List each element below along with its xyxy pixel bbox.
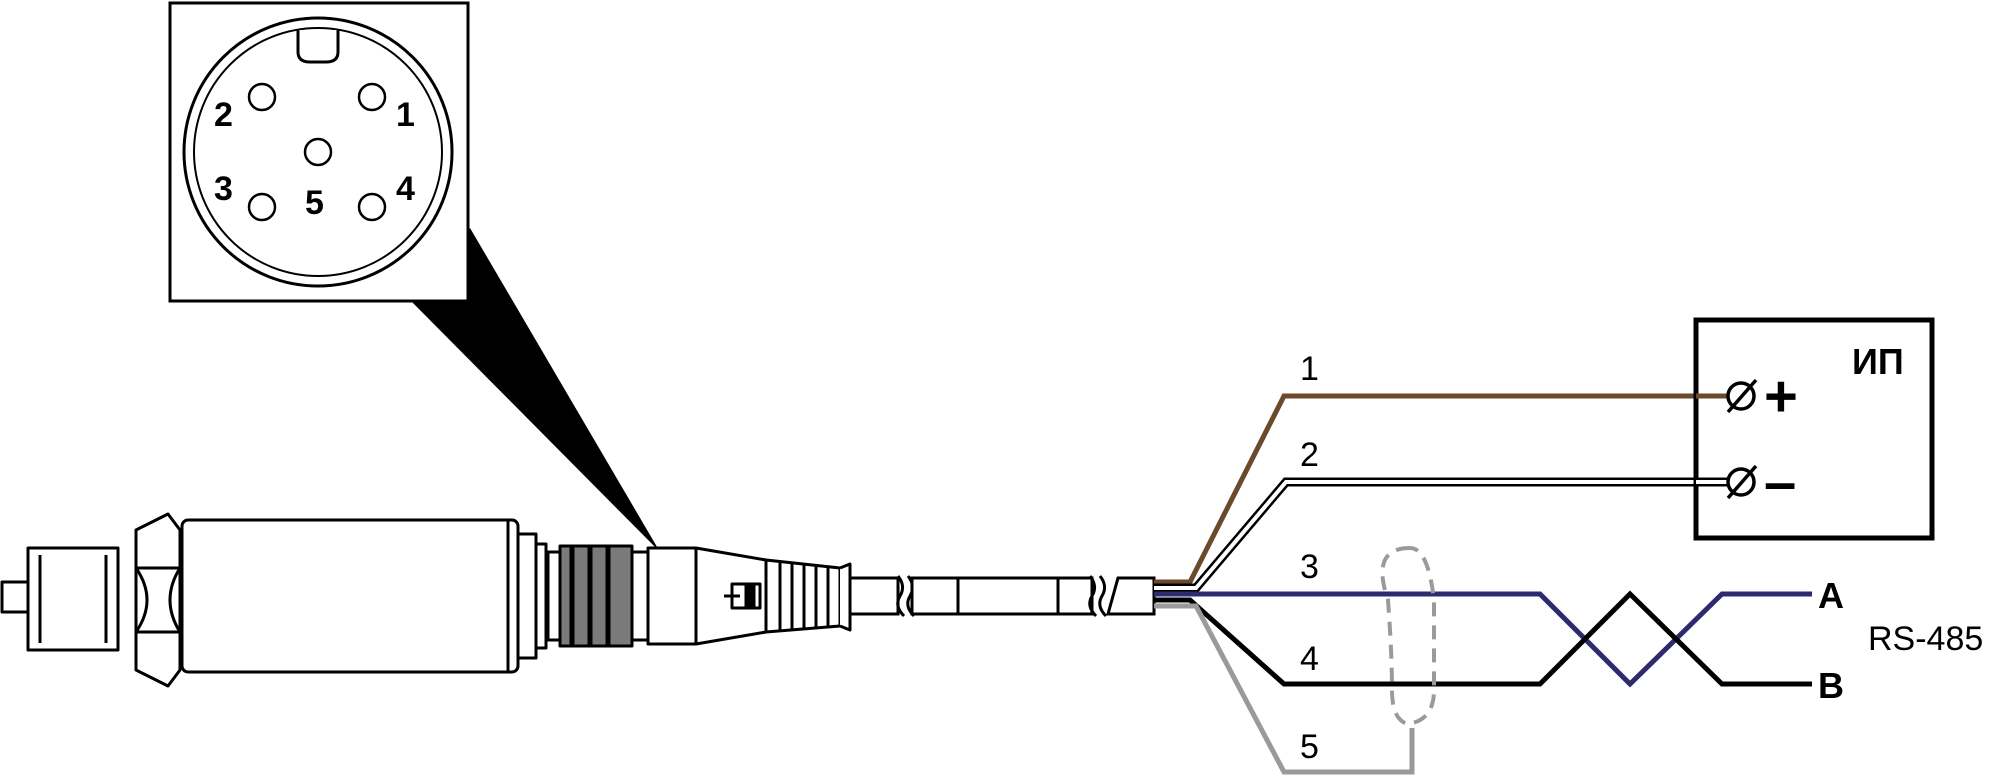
connector-inset: 1 2 3 4 5 bbox=[168, 1, 660, 552]
pin-label-1: 1 bbox=[396, 96, 415, 134]
bus-label-b: B bbox=[1818, 665, 1844, 706]
terminal-plus bbox=[1726, 378, 1758, 414]
callout-pointer bbox=[410, 228, 660, 552]
wire-label-2: 2 bbox=[1300, 436, 1319, 474]
cable bbox=[848, 575, 1156, 618]
wire-3 bbox=[1154, 591, 1812, 688]
pin-hole-3 bbox=[247, 192, 277, 222]
pin-hole-4 bbox=[357, 192, 387, 222]
pin-hole-5 bbox=[303, 137, 333, 167]
power-supply-box bbox=[1693, 317, 1935, 541]
wire-label-5: 5 bbox=[1300, 728, 1319, 766]
minus-sign: – bbox=[1764, 450, 1796, 515]
shield-outline bbox=[1380, 545, 1437, 727]
pin-label-3: 3 bbox=[214, 170, 233, 208]
wire-4 bbox=[1154, 590, 1812, 687]
wires bbox=[1154, 393, 1812, 775]
wire-label-4: 4 bbox=[1300, 640, 1319, 678]
terminal-minus bbox=[1726, 464, 1758, 500]
connector-coupling bbox=[546, 544, 852, 648]
pin-label-4: 4 bbox=[396, 170, 415, 208]
wire-label-1: 1 bbox=[1300, 350, 1319, 388]
bus-label-a: A bbox=[1818, 575, 1844, 616]
sensor-hex-nut bbox=[134, 512, 182, 688]
sensor-cylinder bbox=[180, 518, 520, 674]
pin-label-2: 2 bbox=[214, 96, 233, 134]
sensor-thread bbox=[26, 546, 120, 652]
power-supply-title: ИП bbox=[1852, 341, 1904, 382]
plus-sign: + bbox=[1764, 364, 1798, 429]
wire-label-3: 3 bbox=[1300, 548, 1319, 586]
pin-hole-2 bbox=[247, 82, 277, 112]
wire-5 bbox=[1154, 603, 1415, 775]
connector-face-inner bbox=[193, 27, 443, 277]
pin-hole-1 bbox=[357, 82, 387, 112]
wire-1 bbox=[1154, 393, 1728, 585]
wire-2 bbox=[1154, 480, 1728, 590]
sensor-body bbox=[0, 512, 548, 688]
bus-name: RS-485 bbox=[1868, 620, 1983, 658]
power-supply: ИП + – bbox=[1693, 317, 1935, 541]
connector-key bbox=[296, 30, 340, 64]
sensor-tip bbox=[0, 580, 32, 614]
pin-label-5: 5 bbox=[305, 184, 324, 222]
